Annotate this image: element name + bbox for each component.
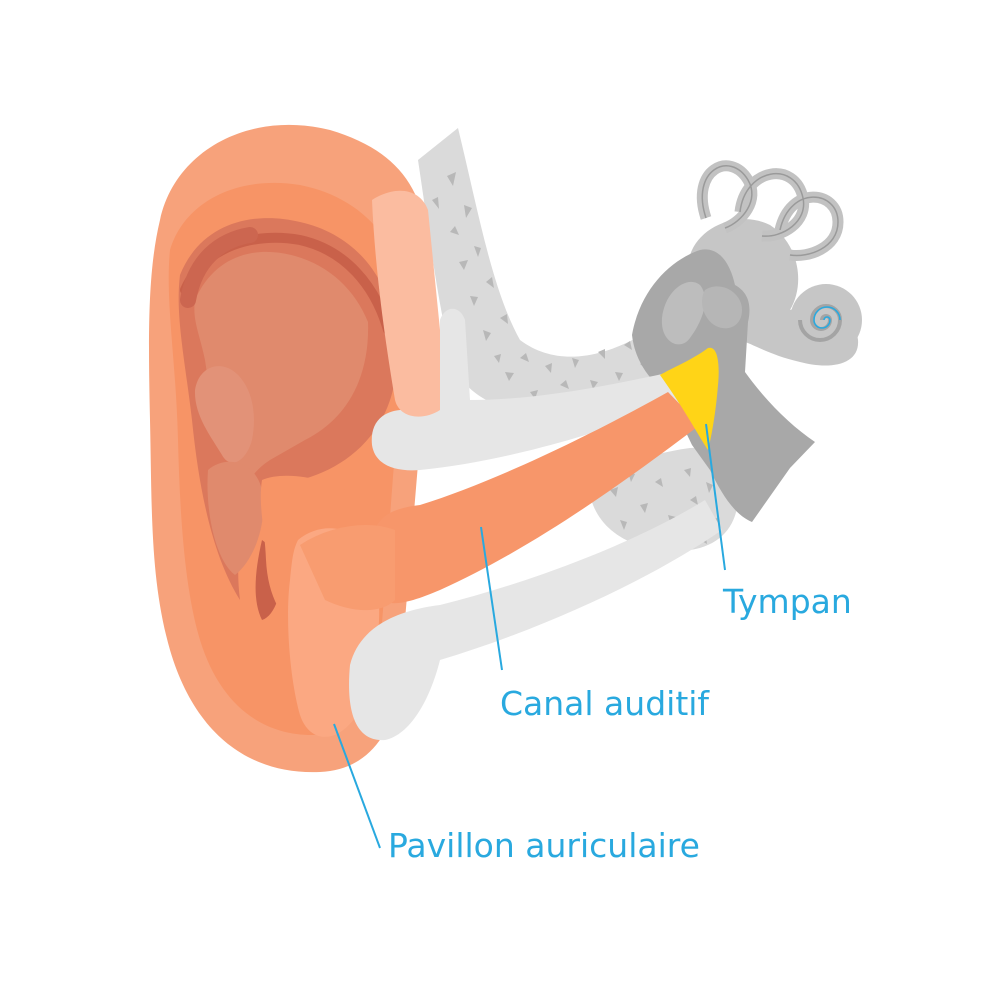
canal-walls: [349, 190, 722, 741]
cochlea: [790, 284, 862, 356]
ear-canal: [373, 392, 700, 604]
middle-ear: [632, 249, 815, 522]
inner-ear: [690, 160, 862, 366]
ear-canal-leader-line: [480, 526, 503, 671]
ear-canal-entrance: [300, 525, 395, 611]
label-auricle: Pavillon auriculaire: [388, 826, 700, 865]
auricle-leader-line: [333, 723, 381, 849]
label-eardrum: Tympan: [722, 582, 852, 621]
label-ear-canal: Canal auditif: [500, 684, 710, 723]
eardrum-leader-line: [705, 423, 726, 571]
eardrum: [660, 347, 719, 450]
